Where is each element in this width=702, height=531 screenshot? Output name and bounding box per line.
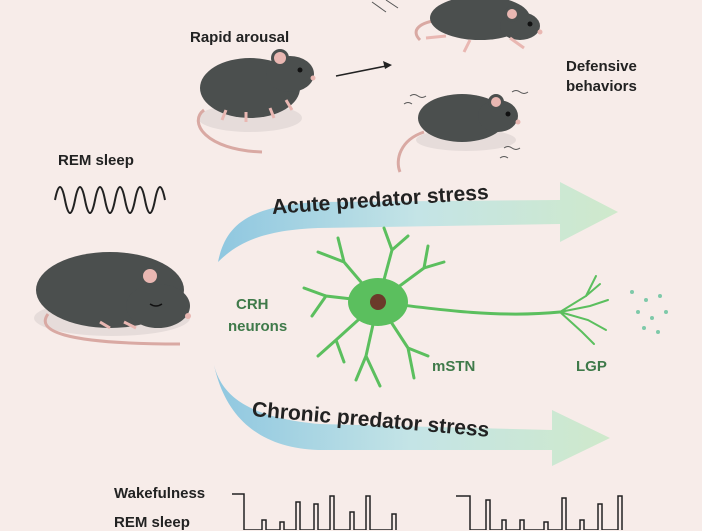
acute-stress-arrow bbox=[218, 182, 618, 262]
rapid-arousal-label: Rapid arousal bbox=[190, 29, 290, 46]
eeg-wave-icon bbox=[54, 186, 166, 214]
rem-sleep-bottom-label: REM sleep bbox=[114, 514, 190, 531]
defensive-behaviors-label-line1: Defensive bbox=[566, 58, 637, 75]
lgp-label: LGP bbox=[576, 358, 607, 375]
hypnogram bbox=[232, 493, 623, 530]
mouse-icon-freezing bbox=[396, 90, 529, 173]
release-dots bbox=[630, 290, 668, 334]
rem-sleep-label: REM sleep bbox=[58, 152, 134, 169]
mouse-icon-running bbox=[371, 0, 543, 53]
neuron-nucleus bbox=[370, 294, 386, 310]
wakefulness-label: Wakefulness bbox=[114, 485, 206, 502]
crh-label-line2: neurons bbox=[228, 318, 288, 335]
mstn-label: mSTN bbox=[432, 358, 476, 375]
transition-arrow bbox=[335, 61, 392, 77]
mouse-icon-arousal bbox=[196, 49, 316, 154]
crh-label-line1: CRH bbox=[236, 296, 269, 313]
defensive-behaviors-label-line2: behaviors bbox=[566, 78, 637, 95]
mouse-icon-sleeping bbox=[34, 252, 191, 346]
chronic-stress-arrow bbox=[214, 365, 610, 466]
